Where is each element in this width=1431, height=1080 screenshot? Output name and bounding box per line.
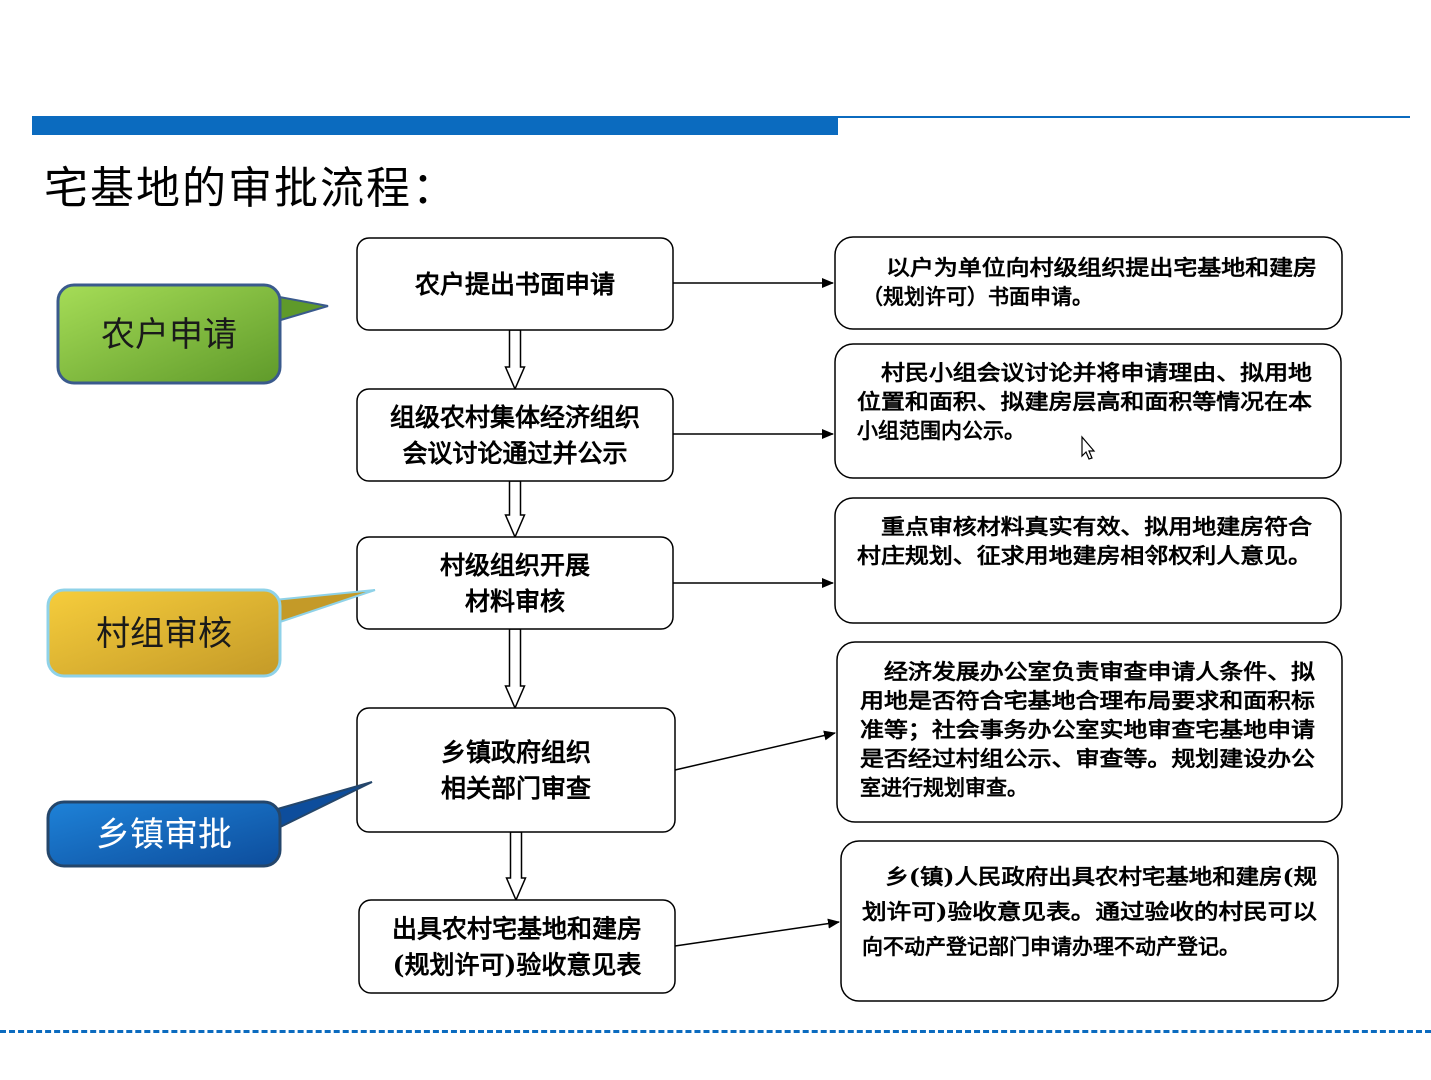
flow-step: 出具农村宅基地和建房 (规划许可)验收意见表: [358, 899, 676, 994]
flow-step-box: [356, 536, 674, 630]
detail-note-line: 是否经过村组公示、审查等。规划建设办公: [860, 746, 1315, 771]
detail-note-line: 室进行规划审查。: [860, 775, 1028, 800]
phase-callout-box: [46, 800, 282, 868]
flow-down-arrow-icon: [504, 480, 526, 539]
flow-down-arrow-icon: [504, 628, 526, 710]
detail-note-line: 小组范围内公示。: [857, 418, 1025, 443]
detail-note-box: [834, 343, 1342, 479]
flow-step-box: [356, 388, 674, 482]
flow-down-arrow-icon: [505, 831, 527, 902]
header-accent-line: [838, 116, 1410, 118]
flow-step-box: [356, 237, 674, 331]
flow-step-label: 乡镇政府组织: [441, 738, 591, 767]
phase-callout-label: 农户申请: [101, 315, 237, 355]
detail-note-line: 经济发展办公室负责审查申请人条件、拟: [860, 659, 1315, 684]
detail-note-line: 准等；社会事务办公室实地审查宅基地申请: [860, 717, 1315, 742]
flow-step-box: [358, 899, 676, 994]
flow-step-label: 材料审核: [465, 587, 565, 616]
flow-step-label: 农户提出书面申请: [414, 270, 615, 299]
mouse-cursor-icon: [1081, 435, 1096, 460]
footer-dashed-line: [0, 1030, 1431, 1033]
flow-step-box: [356, 707, 676, 833]
phase-callout-label: 乡镇审批: [96, 815, 232, 855]
header-accent-bar: [32, 116, 838, 135]
detail-note: 以户为单位向村级组织提出宅基地和建房 （规划许可）书面申请。: [834, 236, 1343, 330]
flow-step-label: 组级农村集体经济组织: [390, 403, 640, 432]
page-title: 宅基地的审批流程：: [44, 163, 458, 214]
phase-callout-box: [46, 588, 282, 678]
connector-arrow-icon: [674, 730, 836, 771]
connector-arrow-icon: [674, 918, 840, 947]
flow-step-label: 会议讨论通过并公示: [402, 439, 627, 468]
flow-down-arrow-icon: [504, 329, 526, 391]
flow-step: 农户提出书面申请: [356, 237, 674, 331]
detail-note: 经济发展办公室负责审查申请人条件、拟用地是否符合宅基地合理布局要求和面积标准等；…: [836, 641, 1343, 823]
detail-note: 乡(镇)人民政府出具农村宅基地和建房(规划许可)验收意见表。通过验收的村民可以向…: [840, 840, 1339, 1002]
detail-note-line: 以户为单位向村级组织提出宅基地和建房: [862, 255, 1317, 280]
detail-note-line: 划许可)验收意见表。通过验收的村民可以: [862, 899, 1317, 924]
detail-note-box: [834, 497, 1342, 624]
flow-step-label: 相关部门审查: [441, 774, 591, 803]
detail-note-box: [834, 236, 1343, 330]
flow-step-label: 出具农村宅基地和建房: [392, 915, 642, 944]
detail-note-line: 用地是否符合宅基地合理布局要求和面积标: [860, 688, 1315, 713]
detail-note-line: 乡(镇)人民政府出具农村宅基地和建房(规: [862, 864, 1317, 889]
detail-note: 村民小组会议讨论并将申请理由、拟用地位置和面积、拟建房层高和面积等情况在本小组范…: [834, 343, 1342, 479]
phase-callout: 村组审核: [46, 588, 376, 678]
detail-note-line: 位置和面积、拟建房层高和面积等情况在本: [857, 389, 1312, 414]
detail-note-line: 村民小组会议讨论并将申请理由、拟用地: [857, 360, 1312, 385]
phase-callout-label: 村组审核: [96, 614, 232, 654]
phase-callout: 乡镇审批: [46, 781, 373, 868]
callout-pointer-icon: [273, 294, 329, 324]
phase-callout-box: [56, 283, 282, 385]
flow-step-label: (规划许可)验收意见表: [393, 951, 643, 980]
detail-note-line: 重点审核材料真实有效、拟用地建房符合: [857, 514, 1313, 539]
detail-note-line: 向不动产登记部门申请办理不动产登记。: [862, 934, 1240, 959]
flow-step-label: 村级组织开展: [440, 551, 590, 580]
phase-callout: 农户申请: [56, 283, 329, 385]
detail-note-box: [840, 840, 1339, 1002]
detail-note-box: [836, 641, 1343, 823]
detail-note-line: 村庄规划、征求用地建房相邻权利人意见。: [857, 543, 1312, 568]
detail-note-line: （规划许可）书面申请。: [862, 284, 1093, 309]
